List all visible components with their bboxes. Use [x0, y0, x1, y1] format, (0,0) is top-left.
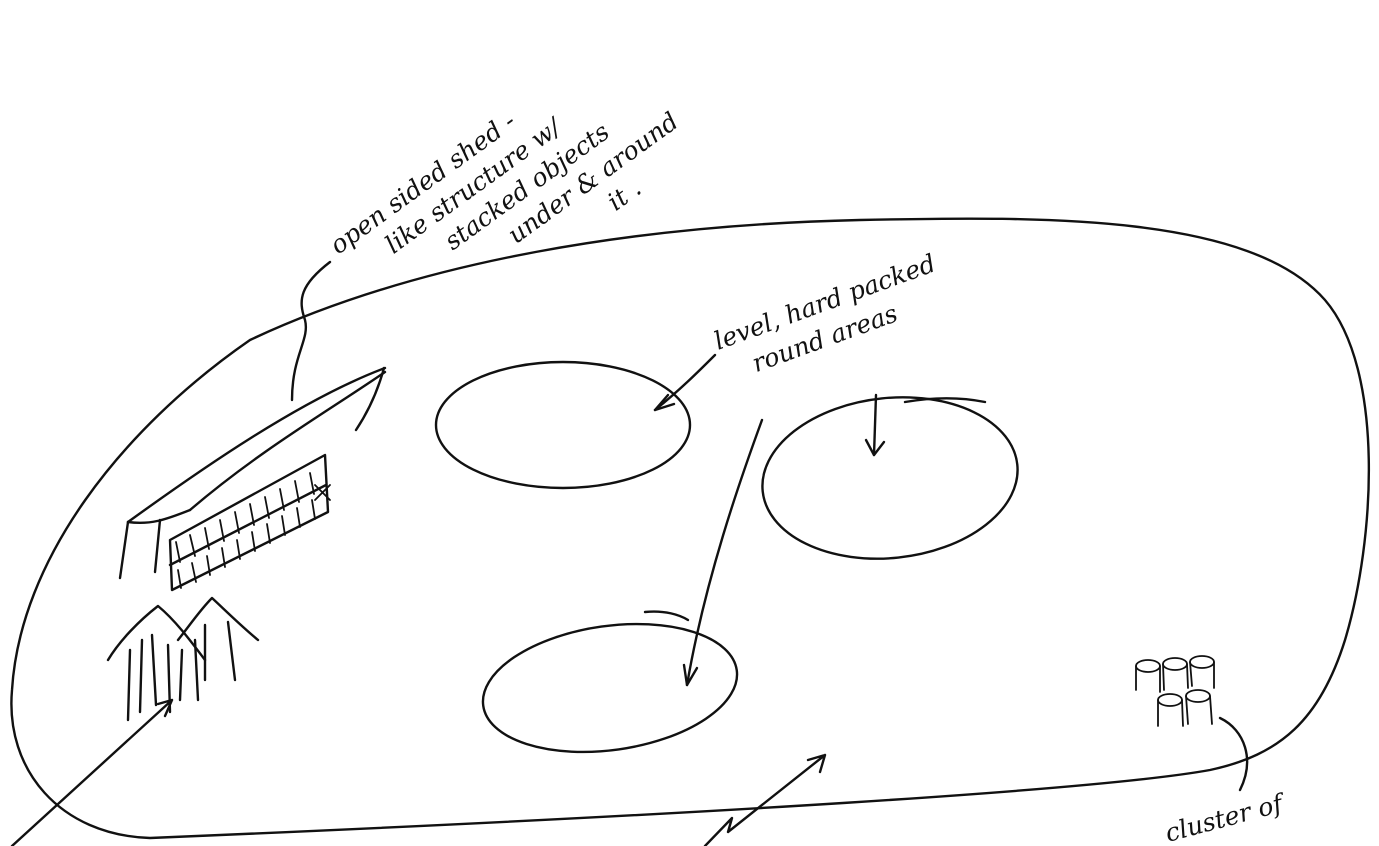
- pad-arrows: [653, 353, 886, 687]
- cluster-leader: [1218, 716, 1249, 792]
- cluster-label: cluster of: [1162, 788, 1289, 846]
- round-area-1: [434, 360, 692, 490]
- tent-arrow: [10, 698, 174, 846]
- shed-leader: [290, 260, 332, 402]
- bottom-arrow: [703, 753, 827, 846]
- shed-structure: [118, 366, 387, 580]
- shed-label: open sided shed - like structure w/ stac…: [324, 106, 683, 260]
- cylinder-cluster: [1135, 655, 1215, 727]
- pads-label: level, hard packed round areas: [710, 249, 939, 378]
- tent-structures: [106, 596, 260, 722]
- round-area-3: [481, 622, 739, 754]
- stacked-objects: [168, 453, 331, 592]
- cluster-label-text: cluster of: [1162, 788, 1289, 846]
- round-area-2: [761, 396, 1019, 560]
- site-boundary: [10, 217, 1370, 840]
